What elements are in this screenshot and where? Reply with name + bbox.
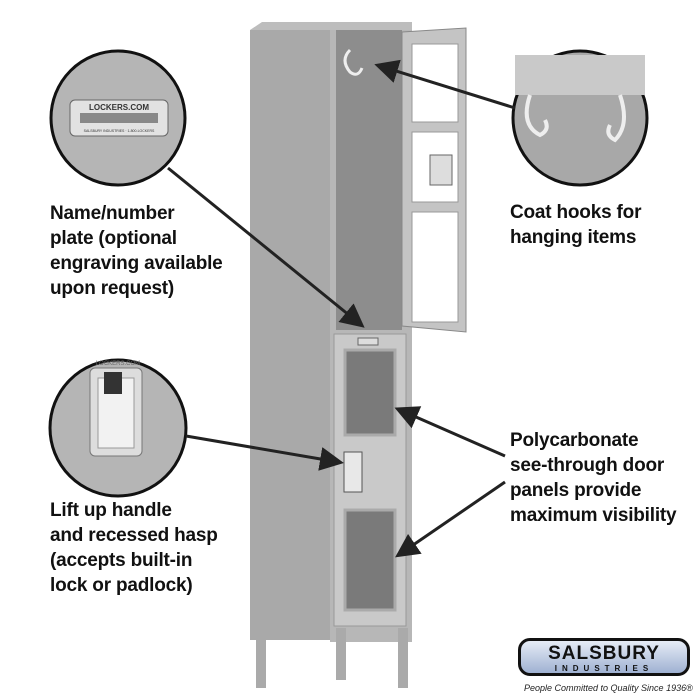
nameplate-closeup: LOCKERS.COM SALSBURY INDUSTRIES · 1-800-…	[49, 49, 187, 187]
panels-caption: Polycarbonate see-through door panels pr…	[510, 430, 677, 526]
plate-text-top: LOCKERS.COM	[89, 103, 149, 112]
handle-caption: Lift up handle and recessed hasp (accept…	[50, 500, 218, 596]
hooks-caption: Coat hooks for hanging items	[510, 202, 642, 248]
coat-hooks-closeup	[511, 49, 649, 187]
logo-brand: SALSBURY	[548, 643, 660, 664]
logo-sub: INDUSTRIES	[554, 664, 654, 673]
hasp-text: LOCKERS.COM	[96, 361, 140, 367]
callout-arrows	[167, 59, 516, 558]
logo-tagline: People Committed to Quality Since 1936®	[524, 683, 693, 693]
handle-closeup: LOCKERS.COM	[48, 358, 188, 498]
locker	[250, 22, 467, 688]
nameplate-caption: Name/number plate (optional engraving av…	[50, 203, 223, 299]
salsbury-logo: SALSBURY INDUSTRIES	[518, 638, 690, 676]
plate-text-bottom: SALSBURY INDUSTRIES · 1-800-LOCKERS	[84, 129, 155, 133]
